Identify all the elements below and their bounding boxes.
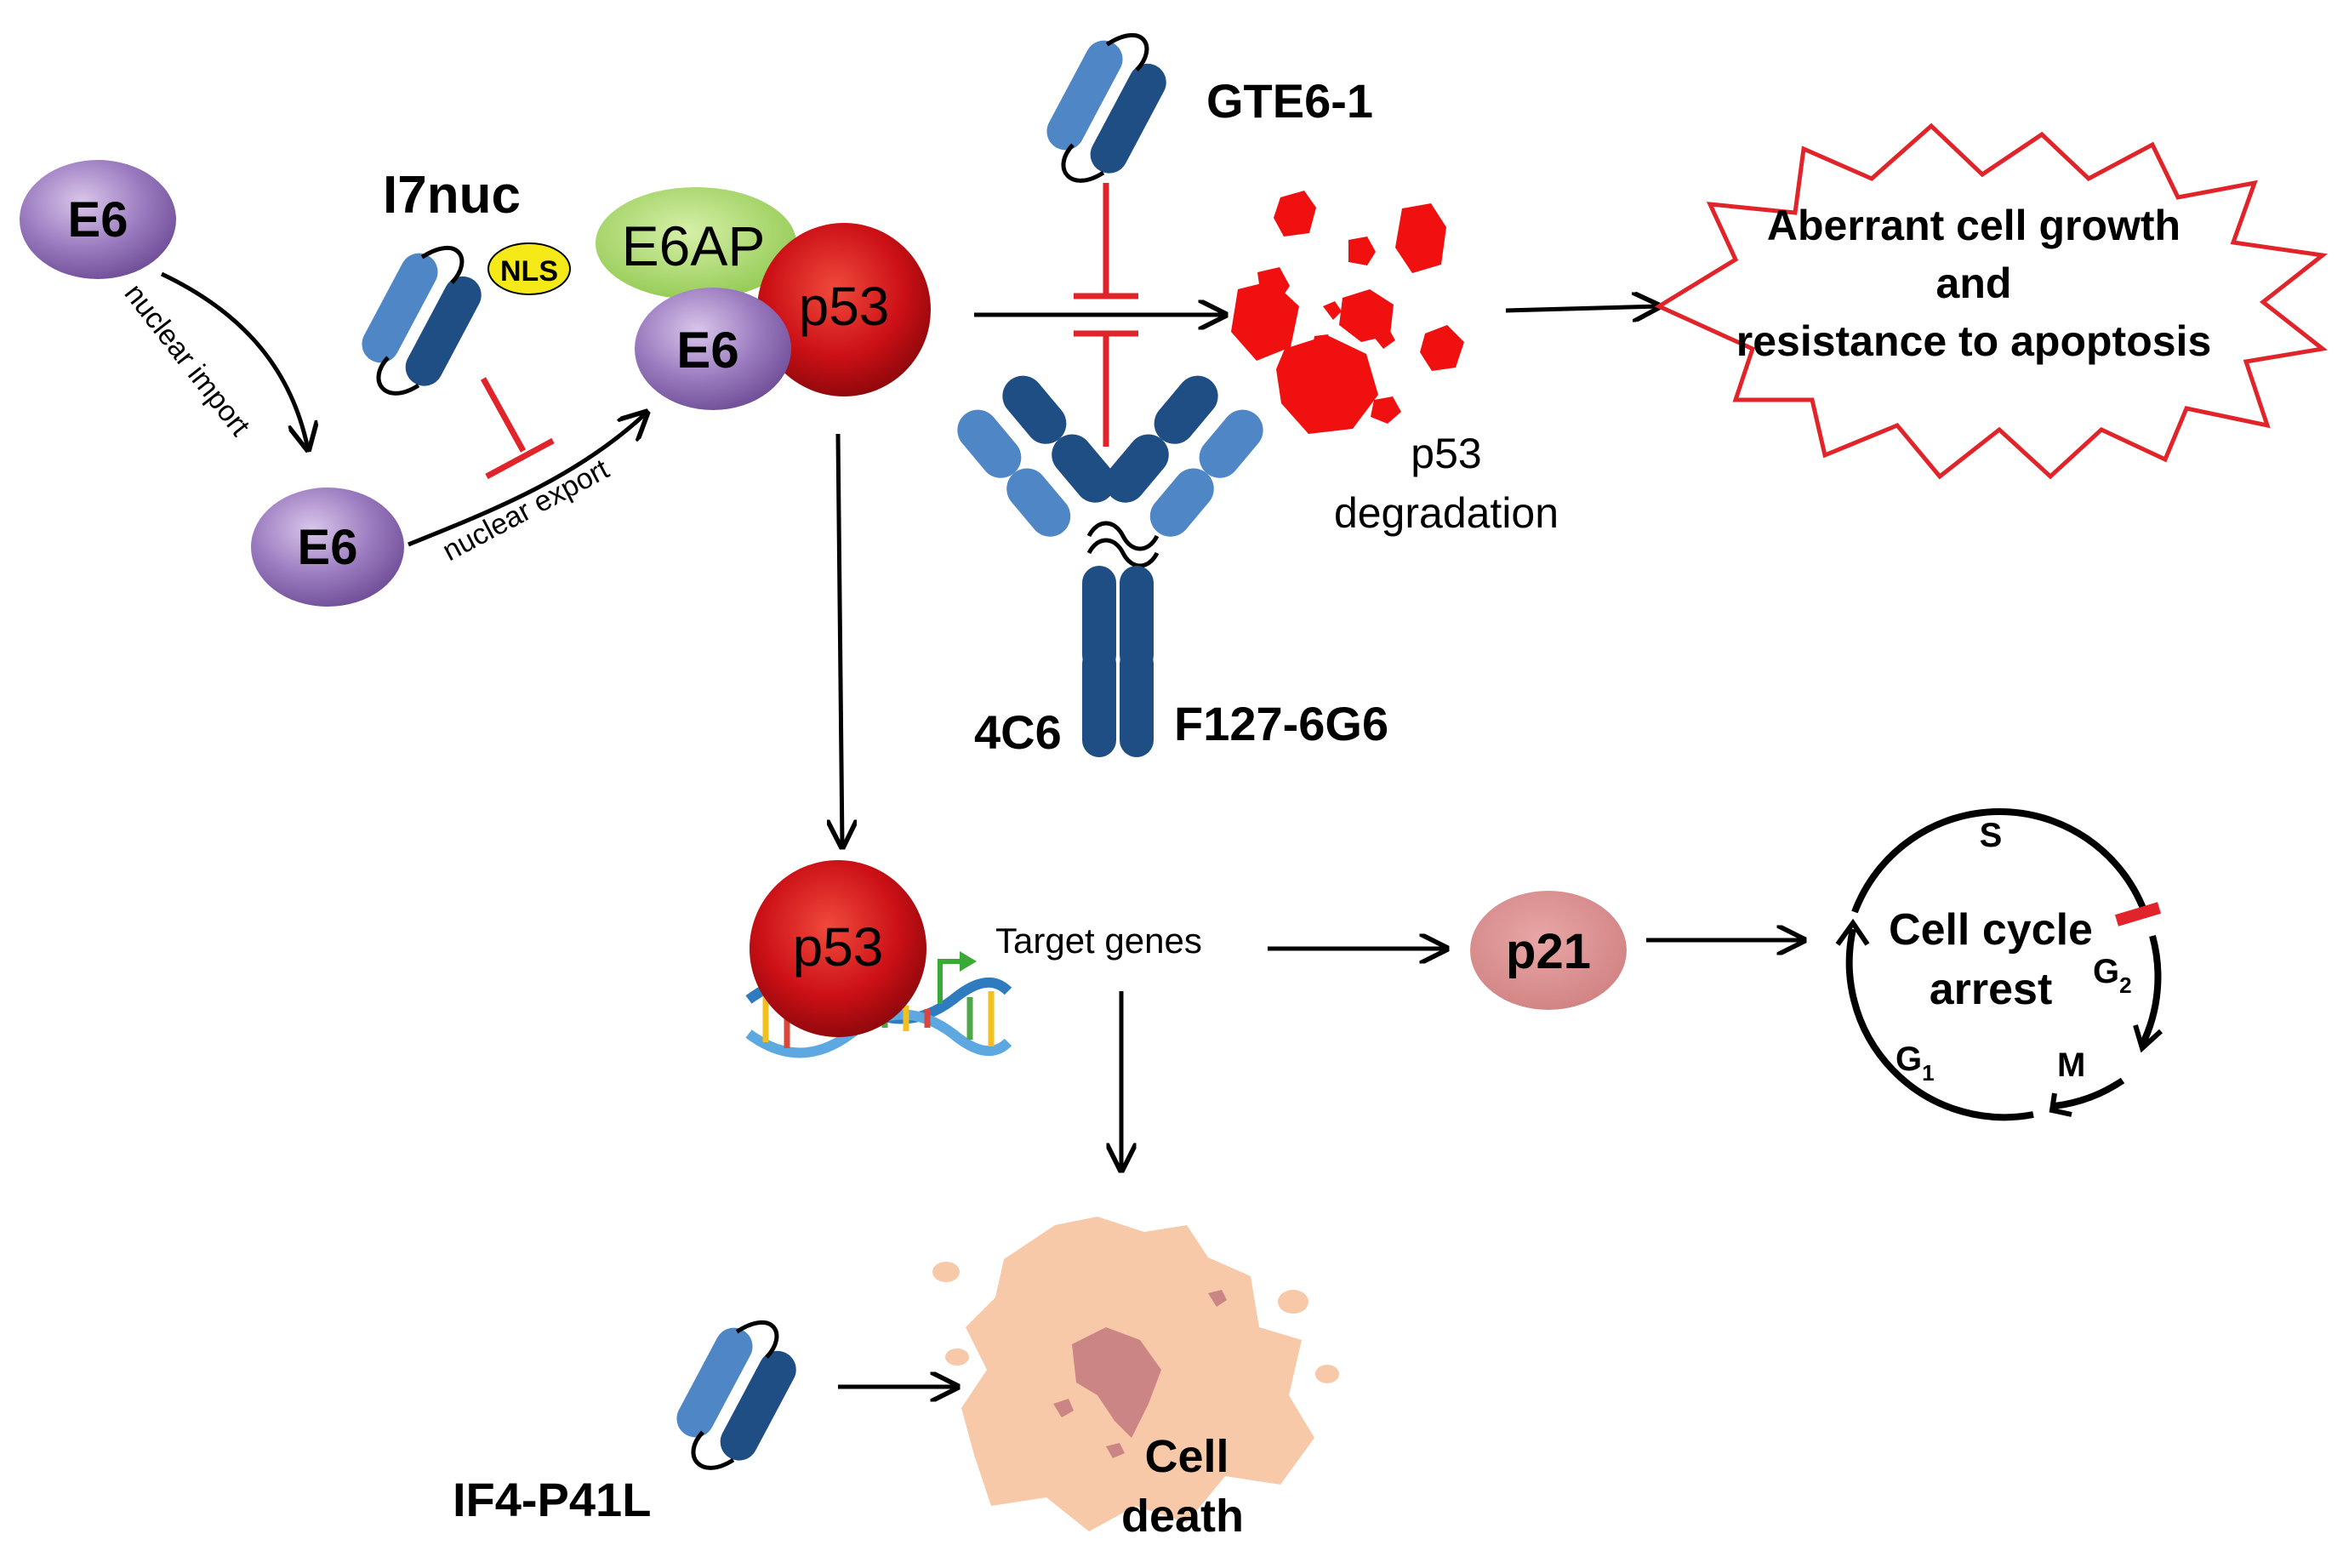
p53-dna-label: p53 xyxy=(793,916,884,978)
nls-label: NLS xyxy=(500,255,558,288)
p53-complex-node: p53 xyxy=(757,223,931,396)
i7nuc-intrabody-icon xyxy=(346,231,497,410)
phase-s-label: S xyxy=(1980,817,2003,854)
aberrant-burst xyxy=(1654,123,2329,480)
nls-badge: NLS xyxy=(487,242,571,295)
p53-degradation-label-2: degradation xyxy=(1334,489,1559,537)
gte6-1-label: GTE6-1 xyxy=(1206,74,1373,128)
e6-top-node: E6 xyxy=(20,160,176,279)
cell-cycle-label-1: Cell cycle xyxy=(1889,905,2093,955)
transcription-arrowhead-icon xyxy=(960,951,977,972)
antibody-4c6-label: 4C6 xyxy=(974,705,1062,759)
cell-death-label-1: Cell xyxy=(1144,1431,1229,1482)
e6-complex-node: E6 xyxy=(635,288,791,410)
if4-p41l-label: IF4-P41L xyxy=(453,1473,651,1526)
p53-degradation-label-1: p53 xyxy=(1411,430,1481,477)
nuclear-export-arrow xyxy=(408,413,647,547)
i7nuc-label: I7nuc xyxy=(383,166,521,225)
e6ap-label: E6AP xyxy=(622,214,766,277)
nuclear-export-label: nuclear export xyxy=(437,453,615,567)
nuclear-import-label: nuclear import xyxy=(118,278,257,443)
cell-death-label-2: death xyxy=(1121,1491,1244,1542)
antibody-f127-label: F127-6G6 xyxy=(1174,697,1388,750)
if4-p41l-intrabody-icon xyxy=(661,1305,812,1485)
e6-bottom-node: E6 xyxy=(251,488,404,607)
cell-cycle-label-2: arrest xyxy=(1930,965,2053,1014)
nuclear-import-arrow xyxy=(160,271,308,449)
e6-bottom-label: E6 xyxy=(298,520,358,575)
p53-dna-node: p53 xyxy=(750,860,926,1037)
phase-g2-label: G2 xyxy=(2093,953,2132,998)
aberrant-label-1: Aberrant cell growth xyxy=(1767,202,2181,249)
e6ap-node: E6AP xyxy=(596,187,796,299)
gte6-1-intrabody-icon xyxy=(1031,18,1182,197)
p21-node: p21 xyxy=(1470,891,1627,1010)
target-genes-label: Target genes xyxy=(995,921,1202,961)
e6-top-label: E6 xyxy=(68,192,128,248)
antibody-icon xyxy=(957,375,1263,757)
dying-cell-icon xyxy=(932,1217,1339,1531)
phase-m-label: M xyxy=(2057,1046,2085,1084)
transcription-start-arrow xyxy=(938,959,966,1004)
g2-arrest-mark xyxy=(2114,902,2162,927)
i7nuc-inhibit-line xyxy=(480,377,555,480)
p53-stabilization-arrow xyxy=(838,433,842,847)
dual-inhibit-lines xyxy=(1074,183,1138,447)
aberrant-arrow xyxy=(1505,306,1659,311)
phase-g1-label: G1 xyxy=(1895,1041,1935,1086)
e6-complex-label: E6 xyxy=(676,322,738,379)
aberrant-label-2: and xyxy=(1936,259,2012,307)
aberrant-label-3: resistance to apoptosis xyxy=(1736,317,2212,365)
cell-cycle-diagram xyxy=(1835,807,2163,1121)
p21-label: p21 xyxy=(1506,924,1591,979)
p53-complex-label: p53 xyxy=(799,276,890,337)
p53-degradation-fragments xyxy=(1231,191,1464,434)
